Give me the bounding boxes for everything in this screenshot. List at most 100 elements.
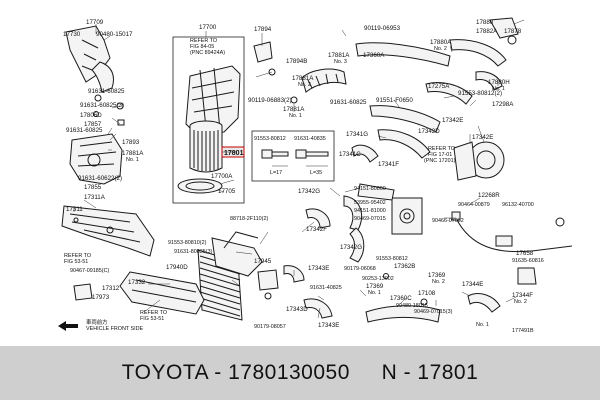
label-vehicle-front-en: VEHICLE FRONT SIDE [86, 326, 144, 332]
label-12268r: 12268R [478, 192, 500, 199]
label-90179-08057: 90179-08057 [254, 324, 286, 330]
label-17342d: 17342D [418, 128, 440, 135]
leader-lines [73, 19, 525, 319]
label-17342g-1: 17342G [298, 188, 320, 195]
label-17880h-no1: No. 1 [492, 86, 505, 92]
label-90119-06883: 90119-06883(2) [248, 97, 292, 104]
label-17360a: 17360A [363, 52, 385, 59]
label-17342f: 17342F [306, 226, 327, 233]
label-91631-60825-a: 91631-60825 [88, 88, 125, 95]
air-inlet-duct-part [65, 25, 114, 93]
label-17312: 17312 [102, 285, 120, 292]
label-17880a: 17880A [430, 39, 452, 46]
note-fig-84-05: FIG 84-05 [190, 44, 214, 50]
label-91635-60816: 91635-60816 [512, 258, 544, 264]
label-17973: 17973 [92, 294, 110, 301]
label-53955-95402: 53955-95402 [354, 200, 386, 206]
label-17343e-2: 17343E [318, 322, 339, 329]
label-17880h: 17880H [488, 79, 510, 86]
label-90469-07015-3: 90469-07015(3) [414, 309, 453, 315]
label-91631-60825-c: 91631-60825 [66, 127, 103, 134]
label-l35: L=35 [310, 170, 322, 176]
label-90469-07015: 90469-07015 [354, 216, 386, 222]
label-17658: 17658 [516, 250, 534, 257]
label-17881a-no2-sub: No. 2 [298, 82, 311, 88]
note-fig-17-01: FIG 17-01 [428, 152, 452, 158]
label-91631-40835: 91631-40835 [294, 136, 326, 142]
label-17801: 17801 [224, 150, 244, 157]
label-17881a-no3-sub: No. 3 [334, 59, 347, 65]
intake-hose-part [253, 41, 347, 104]
clip-part [93, 94, 125, 126]
label-90253-13002: 90253-13002 [362, 276, 394, 282]
note-refer-to-fig-53-51-a: REFER TO [64, 253, 91, 259]
intercooler-part [197, 231, 263, 321]
intercooler-duct-part [351, 105, 441, 163]
label-88718-2f110: 88718-2F110(2) [230, 216, 268, 222]
label-17881a-no1: 17881A [283, 106, 305, 113]
vacuum-valve-part [257, 269, 428, 306]
bolt-detail-frame [251, 130, 335, 182]
label-17369-no1-sub: No. 1 [368, 290, 381, 296]
label-17894b: 17894B [286, 58, 307, 65]
label-90464-00879: 90464-00879 [458, 202, 490, 208]
air-cleaner-cap-part [177, 178, 223, 194]
turbo-housing-part [453, 141, 505, 181]
label-17343d: 17343D [286, 306, 308, 313]
note-refer-to-fig-84-05: REFER TO [190, 38, 217, 44]
label-90480-15017: 90480-15017 [96, 31, 133, 38]
label-17311: 17311 [66, 206, 83, 213]
label-17341f: 17341F [378, 161, 399, 168]
label-91553-80812-b: 91553-80812 [376, 256, 408, 262]
label-17705: 17705 [218, 188, 236, 195]
intake-pipe-part [355, 17, 519, 105]
label-17343e-1: 17343E [308, 265, 329, 272]
label-17369-no2-sub: No. 2 [432, 279, 445, 285]
label-17806d: 17806D [80, 112, 102, 119]
label-17730: 17730 [63, 31, 81, 38]
label-17344e-no1: No. 1 [476, 322, 489, 328]
label-17311a: 17311A [84, 194, 106, 201]
label-91631-80835: 91631-80835(3) [174, 249, 213, 255]
air-filter-element-part [189, 120, 223, 173]
label-vehicle-front-jp: 車両前方 [86, 318, 108, 326]
intercooler-hose-part [283, 195, 537, 323]
label-17275a: 17275A [428, 83, 450, 90]
label-90119-06953: 90119-06953 [364, 25, 401, 32]
label-90466-07002: 90466-07002 [432, 218, 464, 224]
label-91551-f0650: 91551-F0650 [376, 97, 413, 104]
label-94151-80800: 94151-80800 [354, 186, 386, 192]
label-91553-80810: 91553-80810(2) [168, 240, 207, 246]
intercooler-inlet-duct-part [61, 205, 155, 257]
label-17945: 17945 [254, 258, 272, 265]
label-17700: 17700 [199, 24, 217, 31]
note-pnc-17201: (PNC 17201) [424, 158, 456, 164]
label-17108: 17108 [418, 290, 436, 297]
label-91631-60825-b: 91631-60825 [330, 99, 367, 106]
label-17360c: 17360C [390, 295, 412, 302]
label-94151-81000: 94151-81000 [354, 208, 386, 214]
label-17709: 17709 [86, 19, 104, 26]
label-17880a-no2: No. 2 [434, 46, 447, 52]
label-90467-09185: 90467-09185(C) [70, 268, 109, 274]
label-91553-80812: 91553-80812 [254, 136, 286, 142]
label-17893: 17893 [122, 139, 140, 146]
note-fig-53-51-a: FIG 53-51 [64, 259, 88, 265]
label-17881a-no1-sub: No. 1 [289, 113, 302, 119]
label-17344f-no2: No. 2 [514, 299, 527, 305]
label-17882a: 17882A [476, 28, 498, 35]
label-17857: 17857 [84, 121, 102, 128]
label-91553-80812-2: 91553-80812(2) [458, 90, 502, 97]
label-17341g: 17341G [346, 131, 368, 138]
label-17880: 17880 [476, 19, 494, 26]
label-l17: L=17 [270, 170, 282, 176]
label-96132-40700: 96132-40700 [502, 202, 534, 208]
label-17332: 17332 [128, 279, 146, 286]
label-91631-60622: 91631-60622(2) [78, 175, 122, 182]
vehicle-front-arrow [58, 321, 78, 331]
label-91631-40825: 91631-40825 [310, 285, 342, 291]
bolt-part [261, 149, 329, 167]
air-cleaner-case-part [185, 65, 241, 135]
note-refer-to-fig-53-51-b: REFER TO [140, 310, 167, 316]
